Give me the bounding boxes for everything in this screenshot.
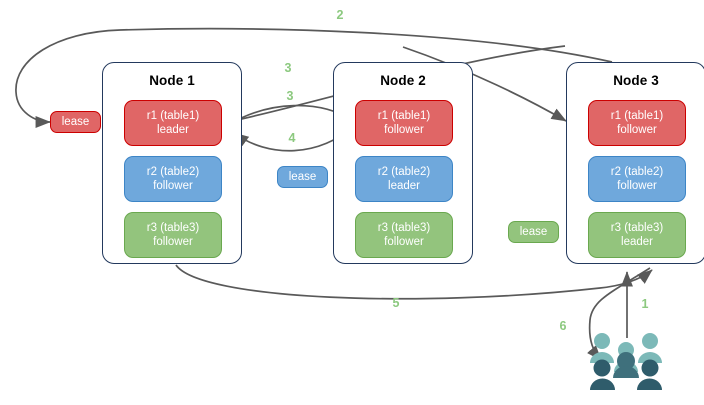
replica-node2-r3-role: follower	[384, 236, 424, 248]
node-title-node2: Node 2	[380, 73, 426, 88]
node-box-node2[interactable]: Node 2 r1 (table1) follower r2 (table2) …	[333, 62, 473, 264]
replica-node1-r1-role: leader	[157, 124, 189, 136]
lease-badge-table1[interactable]: lease	[50, 111, 101, 133]
replica-node3-r3[interactable]: r3 (table3) leader	[588, 212, 686, 258]
lease-badge-table2[interactable]: lease	[277, 166, 328, 188]
node-title-node1: Node 1	[149, 73, 195, 88]
replica-node3-r2-role: follower	[617, 180, 657, 192]
replica-node3-r1-name: r1 (table1)	[610, 110, 664, 122]
replica-node1-r3-name: r3 (table3)	[146, 222, 200, 234]
replica-node2-r3-name: r3 (table3)	[377, 222, 431, 234]
node-box-node3[interactable]: Node 3 r1 (table1) follower r2 (table2) …	[566, 62, 704, 264]
users-icon	[590, 333, 662, 390]
replica-node2-r2[interactable]: r2 (table2) leader	[355, 156, 453, 202]
node-title-node3: Node 3	[613, 73, 659, 88]
replica-node2-r2-role: leader	[388, 180, 420, 192]
replica-node3-r3-role: leader	[621, 236, 653, 248]
replica-node1-r3-role: follower	[153, 236, 193, 248]
lease-badge-table3[interactable]: lease	[508, 221, 559, 243]
replica-node3-r1-role: follower	[617, 124, 657, 136]
edge-3-to-node3-path	[402, 46, 567, 122]
replica-node1-r2-role: follower	[153, 180, 193, 192]
replica-node2-r3[interactable]: r3 (table3) follower	[355, 212, 453, 258]
node-box-node1[interactable]: Node 1 r1 (table1) leader r2 (table2) fo…	[102, 62, 242, 264]
edge-label-2: 2	[336, 8, 344, 22]
edge-label-3-upper: 3	[284, 61, 292, 75]
replica-node3-r2-name: r2 (table2)	[610, 166, 664, 178]
edge-label-6: 6	[559, 319, 567, 333]
replica-node3-r1[interactable]: r1 (table1) follower	[588, 100, 686, 146]
edge-label-5: 5	[392, 296, 400, 310]
replica-node3-r2[interactable]: r2 (table2) follower	[588, 156, 686, 202]
edge-label-3-lower: 3	[286, 89, 294, 103]
replica-node2-r1-name: r1 (table1)	[377, 110, 431, 122]
replica-node2-r2-name: r2 (table2)	[377, 166, 431, 178]
replica-node1-r3[interactable]: r3 (table3) follower	[124, 212, 222, 258]
replica-node1-r2-name: r2 (table2)	[146, 166, 200, 178]
replica-node1-r2[interactable]: r2 (table2) follower	[124, 156, 222, 202]
replica-node1-r1-name: r1 (table1)	[146, 110, 200, 122]
edge-label-4: 4	[288, 131, 296, 145]
edge-6-path	[587, 267, 651, 361]
replica-node2-r1-role: follower	[384, 124, 424, 136]
replica-node2-r1[interactable]: r1 (table1) follower	[355, 100, 453, 146]
replica-node3-r3-name: r3 (table3)	[610, 222, 664, 234]
edge-label-1: 1	[641, 297, 649, 311]
replica-node1-r1[interactable]: r1 (table1) leader	[124, 100, 222, 146]
edge-2-path	[15, 27, 613, 128]
edge-5-path	[175, 264, 653, 300]
